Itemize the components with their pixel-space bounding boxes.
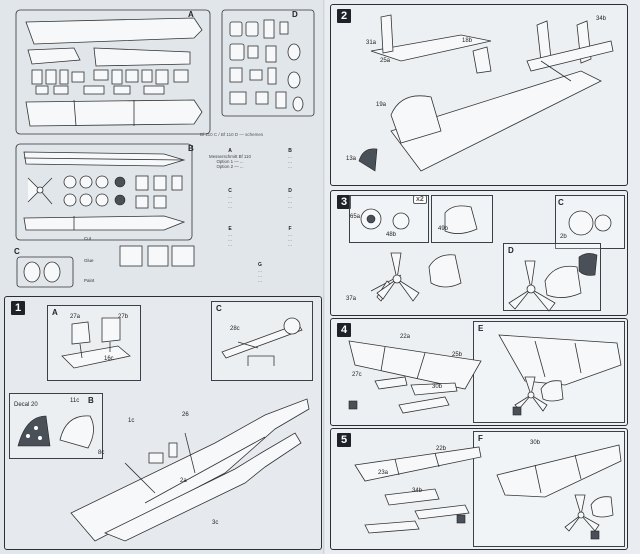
step-2-panel: 2 xyxy=(330,4,628,186)
part-tag: 27a xyxy=(70,314,81,320)
step-4-panel: 4 E xyxy=(330,318,628,426)
part-tag: 3c xyxy=(212,520,219,526)
part-tag: 65a xyxy=(350,214,361,220)
step-4-number: 4 xyxy=(337,323,352,337)
step-3-number: 3 xyxy=(337,195,352,209)
part-tag: 34b xyxy=(412,488,423,494)
step-5-number: 5 xyxy=(337,433,352,447)
left-instruction-page: A D B xyxy=(0,0,326,554)
engine-propeller-drawing xyxy=(360,205,612,312)
part-tag: 22a xyxy=(400,334,411,340)
legend-d: D ... ... ... xyxy=(288,188,292,209)
legend-c: C ... ... ... xyxy=(228,188,232,209)
right-instruction-page: 2 3 x2 C D xyxy=(326,0,640,554)
part-tag: 22b xyxy=(436,446,447,452)
sprue-label-b: B xyxy=(188,144,194,153)
sprue-a-drawing xyxy=(15,9,211,135)
legend-a: A Messerschmitt Bf 110 Option 1 — ... Op… xyxy=(209,148,251,169)
part-tag: 11c xyxy=(70,398,80,404)
step-1-number: 1 xyxy=(11,301,26,315)
wing-left-drawing xyxy=(348,334,622,416)
part-tag: 13a xyxy=(346,156,357,162)
wing-right-drawing xyxy=(354,444,622,540)
part-tag: 37a xyxy=(346,296,357,302)
part-tag: 49b xyxy=(438,226,449,232)
part-tag: 28c xyxy=(230,326,240,332)
part-tag: 25b xyxy=(452,352,463,358)
sprue-label-a: A xyxy=(188,10,194,19)
sprue-b-drawing xyxy=(15,143,193,241)
part-tag: 27b xyxy=(118,314,129,320)
part-tag: 8c xyxy=(98,450,105,456)
sprue-d-drawing xyxy=(221,9,315,117)
part-tag: 26 xyxy=(182,412,189,418)
symbol-note-3: Paint xyxy=(84,278,95,283)
sprue-label-c: C xyxy=(14,247,20,256)
part-tag: 18b xyxy=(462,38,473,44)
legend-e: E ... ... ... xyxy=(228,226,232,247)
step-2-number: 2 xyxy=(337,9,352,23)
part-tag: 27c xyxy=(352,372,362,378)
part-tag: 1c xyxy=(128,418,135,424)
part-tag: 48b xyxy=(386,232,397,238)
part-tag: 30b xyxy=(432,384,443,390)
legend-g: G ... ... ... xyxy=(258,262,262,283)
legend-f: F ... ... ... xyxy=(288,226,292,247)
part-tag: 2a xyxy=(180,478,187,484)
part-tag: 25a xyxy=(380,58,391,64)
marking-legend: Bf 110 C / Bf 110 D — schemes A Messersc… xyxy=(200,132,320,297)
step-1-panel: 1 A C B Decal 20 xyxy=(4,296,322,550)
legend-b: B ... ... ... xyxy=(288,148,292,169)
part-tag: 16c xyxy=(104,356,114,362)
sprue-c-drawing xyxy=(16,256,74,288)
fuselage-assembly-drawing xyxy=(358,14,614,172)
instrument-panel-drawing xyxy=(17,415,94,449)
symbol-note-2: Glue xyxy=(84,258,94,263)
part-tag: 23a xyxy=(378,470,389,476)
part-tag: 19a xyxy=(376,102,387,108)
symbol-icons xyxy=(119,245,195,267)
symbol-note-1: Cut xyxy=(84,236,92,241)
step-1-subpanel-b: B Decal 20 xyxy=(9,393,103,459)
part-tag: 34b xyxy=(596,16,607,22)
step-1-subpanel-a: A xyxy=(47,305,141,381)
gun-mount-drawing xyxy=(221,317,303,366)
part-tag: 30b xyxy=(530,440,541,446)
part-tag: 2b xyxy=(560,234,567,240)
seat-assembly-drawing xyxy=(61,317,131,369)
step-5-panel: 5 F xyxy=(330,428,628,550)
fuselage-half-drawing xyxy=(70,398,310,542)
part-tag: 31a xyxy=(366,40,377,46)
sprue-label-d: D xyxy=(292,10,298,19)
step-3-panel: 3 x2 C D xyxy=(330,190,628,316)
step-1-subpanel-c: C xyxy=(211,301,313,381)
